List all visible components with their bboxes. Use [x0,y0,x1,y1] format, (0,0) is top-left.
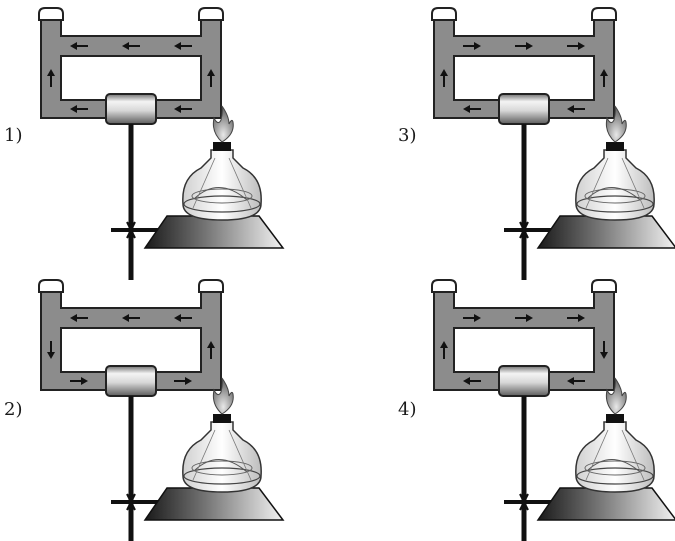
arrow-left-3 [440,69,448,87]
apparatus-4 [432,280,675,541]
flow-arrow-bottom-4-2 [567,377,585,385]
panel-4 [432,280,675,541]
panel-label-4: 4) [398,399,416,420]
flow-arrow-right-4-1 [600,341,608,359]
arrow-top-1 [70,42,192,50]
arrow-right-4 [600,341,608,359]
flow-arrow-bottom-2-1 [70,377,88,385]
arrow-top-2 [70,314,192,322]
flow-arrow-bottom-1-1 [70,105,88,113]
flow-arrow-left-2-1 [47,341,55,359]
panel-label-1: 1) [4,125,22,146]
panel-2 [39,280,283,541]
arrow-bottom-1 [70,105,192,113]
flow-arrow-top-2-2 [122,314,140,322]
panel-label-2: 2) [4,399,22,420]
arrow-top-3 [463,42,585,50]
arrow-left-4 [440,341,448,359]
flow-arrow-bottom-1-2 [174,105,192,113]
arrow-bottom-3 [463,105,585,113]
arrow-bottom-2 [70,377,192,385]
flow-arrow-top-1-1 [70,42,88,50]
flow-arrow-right-2-1 [207,341,215,359]
flow-arrow-bottom-4-1 [463,377,481,385]
flow-arrow-top-1-3 [174,42,192,50]
flow-arrow-top-1-2 [122,42,140,50]
flow-arrow-left-1-1 [47,69,55,87]
flow-arrow-left-4-1 [440,341,448,359]
arrow-right-3 [600,69,608,87]
flow-arrow-top-3-1 [463,42,481,50]
panel-1 [39,8,283,280]
arrow-right-1 [207,69,215,87]
flow-arrow-bottom-3-1 [463,105,481,113]
flow-arrow-top-4-3 [567,314,585,322]
flow-arrow-right-3-1 [600,69,608,87]
flow-arrow-bottom-3-2 [567,105,585,113]
flow-arrow-top-3-2 [515,42,533,50]
flow-arrow-top-2-3 [174,314,192,322]
arrow-top-4 [463,314,585,322]
arrow-right-2 [207,341,215,359]
flow-arrow-top-4-2 [515,314,533,322]
flow-arrow-left-3-1 [440,69,448,87]
panel-3 [432,8,675,280]
flow-arrow-top-2-1 [70,314,88,322]
arrow-bottom-4 [463,377,585,385]
panel-label-3: 3) [398,125,416,146]
flow-arrow-right-1-1 [207,69,215,87]
flow-arrow-top-4-1 [463,314,481,322]
arrow-left-1 [47,69,55,87]
arrow-left-2 [47,341,55,359]
flow-arrow-top-3-3 [567,42,585,50]
flow-arrow-bottom-2-2 [174,377,192,385]
apparatus-3 [432,8,675,280]
